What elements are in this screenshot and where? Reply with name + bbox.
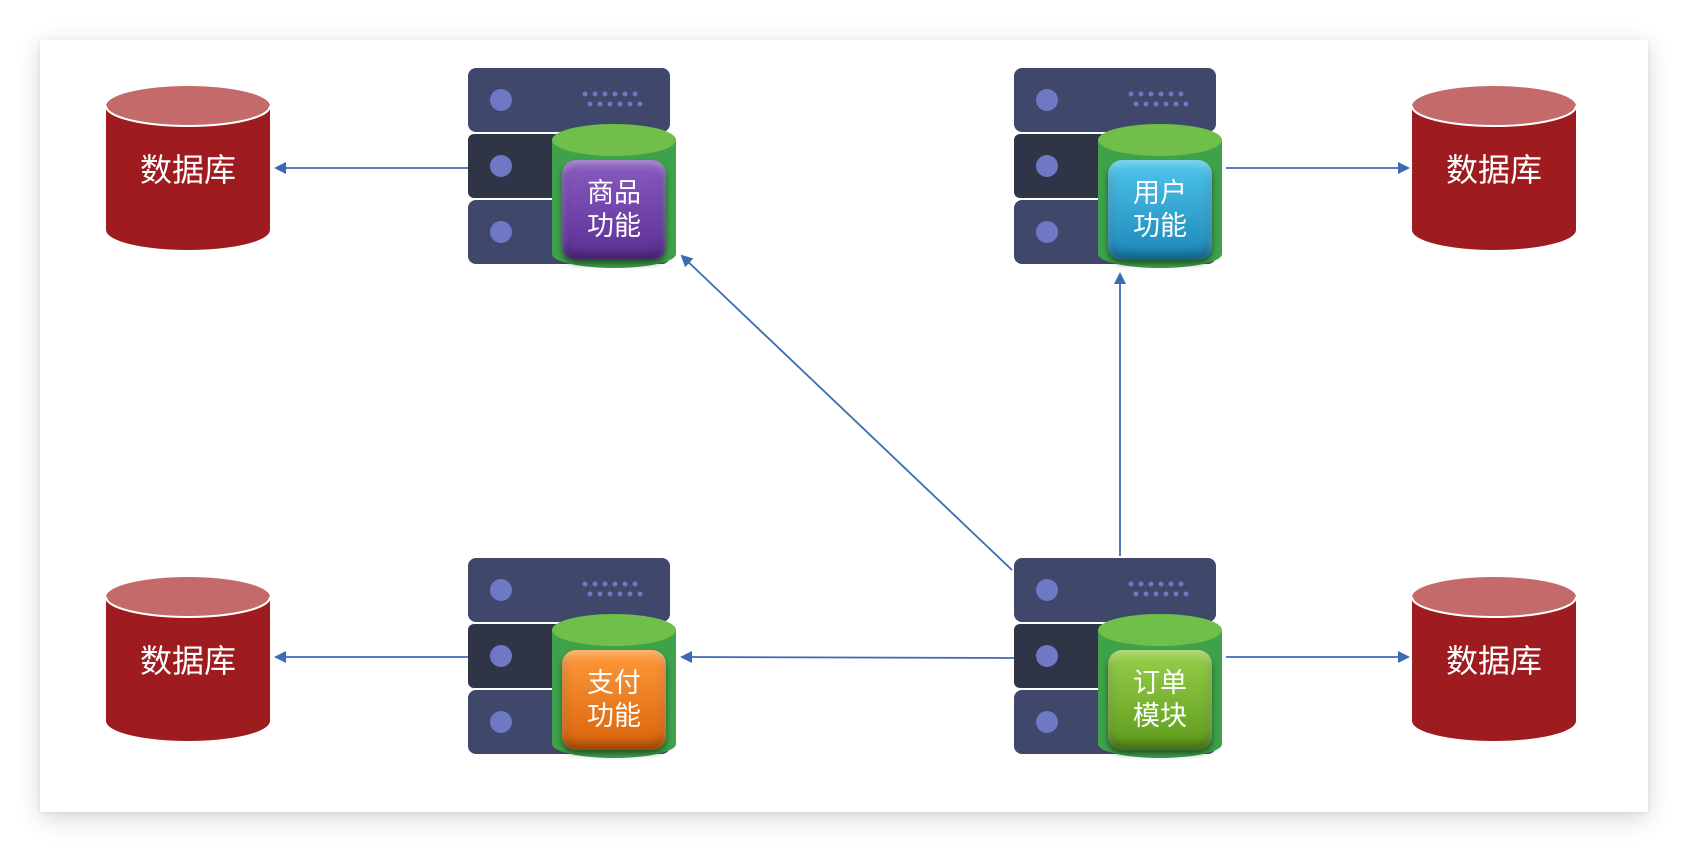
- database-cylinder-icon: [105, 577, 271, 741]
- database-label: 数据库: [1445, 642, 1542, 680]
- database-bottom-left: 数据库: [104, 575, 272, 743]
- database-cylinder-icon: [1411, 86, 1577, 250]
- database-label: 数据库: [139, 151, 236, 189]
- service-payment: 支付 功能: [468, 558, 680, 762]
- service-badge-payment: 支付 功能: [562, 650, 666, 750]
- service-user: 用户 功能: [1014, 68, 1226, 272]
- database-label: 数据库: [1445, 151, 1542, 189]
- database-cylinder-icon: [105, 86, 271, 250]
- database-label: 数据库: [139, 642, 236, 680]
- arrow-order-to-product: [680, 254, 1013, 571]
- arrow-order-to-payment: [680, 651, 1015, 664]
- service-badge-product: 商品 功能: [562, 160, 666, 260]
- service-order: 订单 模块: [1014, 558, 1226, 762]
- service-badge-order: 订单 模块: [1108, 650, 1212, 750]
- service-product: 商品 功能: [468, 68, 680, 272]
- service-badge-user: 用户 功能: [1108, 160, 1212, 260]
- database-bottom-right: 数据库: [1410, 575, 1578, 743]
- database-top-left: 数据库: [104, 84, 272, 252]
- database-cylinder-icon: [1411, 577, 1577, 741]
- database-top-right: 数据库: [1410, 84, 1578, 252]
